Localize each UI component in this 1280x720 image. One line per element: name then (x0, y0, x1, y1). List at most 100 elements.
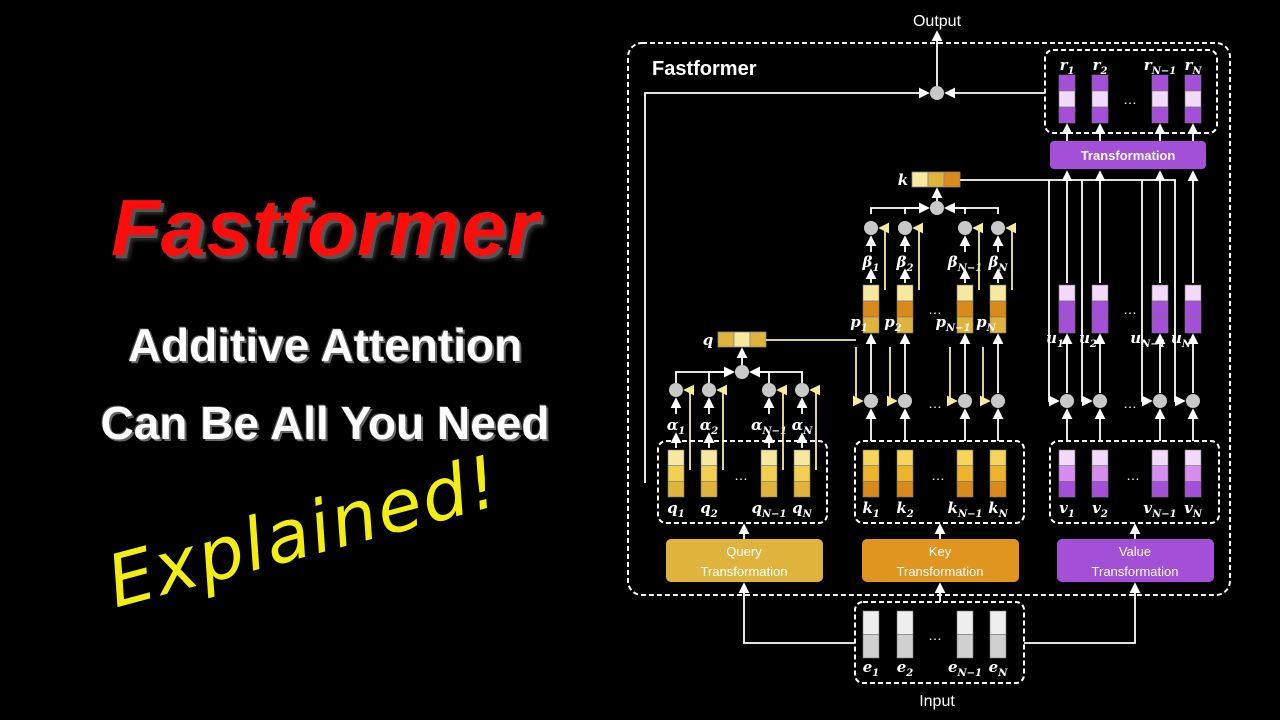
alpha-to-sum-2 (708, 366, 735, 383)
q-vector-2 (700, 449, 718, 498)
v-vector-2-segment (1091, 465, 1109, 482)
r-vector-3-segment (1151, 106, 1169, 124)
subtitle-line-2: Can Be All You Need (100, 397, 550, 449)
r-label-1: r1 (1060, 56, 1075, 77)
p-vector-4 (989, 284, 1007, 334)
r-vector-4-segment (1184, 74, 1202, 92)
r-vector-2-segment (1091, 106, 1109, 124)
k-vector-4-segment (989, 449, 1007, 466)
v-ellipsis: … (1126, 467, 1140, 483)
p-mult-node-2 (898, 394, 912, 408)
e-label-4: eN (989, 658, 1009, 679)
p-skip-1 (878, 222, 889, 290)
p-label-2: p2 (884, 313, 902, 334)
r-vector-3-segment (1151, 90, 1169, 108)
q-vector-3 (760, 449, 778, 498)
r-vector-4-segment (1184, 106, 1202, 124)
v-vector-2 (1091, 449, 1109, 498)
beta-mult-node-1 (864, 221, 878, 235)
u-label-2: u2 (1079, 329, 1097, 350)
u-label-3: uN−1 (1130, 329, 1165, 350)
q-broadcast-1 (853, 347, 864, 407)
q-vector-2-segment (700, 481, 718, 498)
value-transformation-label: Value (1119, 544, 1151, 559)
v-vector-3 (1151, 449, 1169, 498)
u-vector-1-segment (1058, 284, 1076, 302)
u-vector-2-segment (1091, 284, 1109, 302)
key-transformation-label: Key (929, 544, 952, 559)
e-ellipsis: … (928, 627, 942, 643)
p-vector-2-segment (896, 284, 914, 302)
u-vector-4-segment (1184, 300, 1202, 318)
p-skip-2 (912, 222, 923, 290)
k-vector-4-segment (989, 481, 1007, 498)
u-vector-3 (1151, 284, 1169, 334)
q-label-4: qN (792, 499, 813, 520)
e-vector-3 (956, 610, 974, 659)
k-vector-1 (862, 449, 880, 498)
global-query-vector-segment (733, 331, 751, 348)
k-vector-3-segment (956, 449, 974, 466)
e-label-2: e2 (897, 658, 914, 679)
r-label-3: rN−1 (1144, 56, 1176, 77)
k-vector-2-segment (896, 449, 914, 466)
k-broadcast-1 (1048, 180, 1060, 407)
p-vector-4-segment (989, 284, 1007, 302)
r-vector-1-segment (1058, 74, 1076, 92)
e-vector-4-segment (989, 634, 1007, 659)
fastformer-block (627, 42, 1231, 596)
alpha-mult-node-4 (795, 383, 809, 397)
e-vector-1-segment (862, 610, 880, 635)
r-label-2: r2 (1093, 56, 1108, 77)
q-vector-2-segment (700, 465, 718, 482)
u-mult-node-2 (1093, 394, 1107, 408)
k-label-1: k1 (862, 499, 879, 520)
u-vector-4 (1184, 284, 1202, 334)
u-vector-1 (1058, 284, 1076, 334)
residual-connection (644, 87, 930, 483)
v-vector-4-segment (1184, 449, 1202, 466)
r-vector-1 (1058, 74, 1076, 124)
q-label-3: qN−1 (752, 499, 787, 520)
p-vector-3 (956, 284, 974, 334)
q-skip-1 (683, 384, 694, 470)
v-vector-4-segment (1184, 481, 1202, 498)
uv-ellipsis: … (1123, 395, 1137, 411)
alpha-to-sum-3 (749, 366, 770, 383)
transformation-box (1050, 141, 1206, 169)
v-vectors-group (1049, 440, 1220, 524)
k-vector-4-segment (989, 465, 1007, 482)
u-vector-1-segment (1058, 316, 1076, 334)
u-mult-node-1 (1060, 394, 1074, 408)
key-add-node (930, 201, 944, 215)
r-vector-3 (1151, 74, 1169, 124)
r-vector-4-segment (1184, 90, 1202, 108)
q-vector-1-segment (667, 481, 685, 498)
p-skip-4 (1005, 222, 1016, 290)
alpha-to-sum-4 (749, 366, 803, 383)
k-broadcast-4 (1174, 180, 1186, 407)
u-mult-node-3 (1153, 394, 1167, 408)
u-vector-1-segment (1058, 300, 1076, 318)
q-broadcast-4 (980, 347, 991, 407)
k-vector-3 (956, 449, 974, 498)
p-vector-1-segment (862, 316, 880, 334)
v-vector-2-segment (1091, 449, 1109, 466)
q-vector-3-segment (760, 481, 778, 498)
subtitle-line-1: Additive Attention (127, 319, 523, 371)
e-label-3: eN−1 (948, 658, 982, 679)
p-vector-3-segment (956, 316, 974, 334)
v-label-4: vN (1184, 499, 1203, 520)
k-label-4: kN (988, 499, 1008, 520)
r-label-4: rN (1184, 56, 1202, 77)
beta-mult-node-4 (991, 221, 1005, 235)
q-vector-4-segment (793, 481, 811, 498)
key-transformation-label-2: Transformation (897, 564, 984, 579)
e-label-1: e1 (863, 658, 880, 679)
k-vector-4 (989, 449, 1007, 498)
k-vector-1-segment (862, 465, 880, 482)
query-transformation-box (666, 539, 823, 582)
value-transformation-label-2: Transformation (1092, 564, 1179, 579)
p-vector-1 (862, 284, 880, 334)
u-vector-2-segment (1091, 316, 1109, 334)
